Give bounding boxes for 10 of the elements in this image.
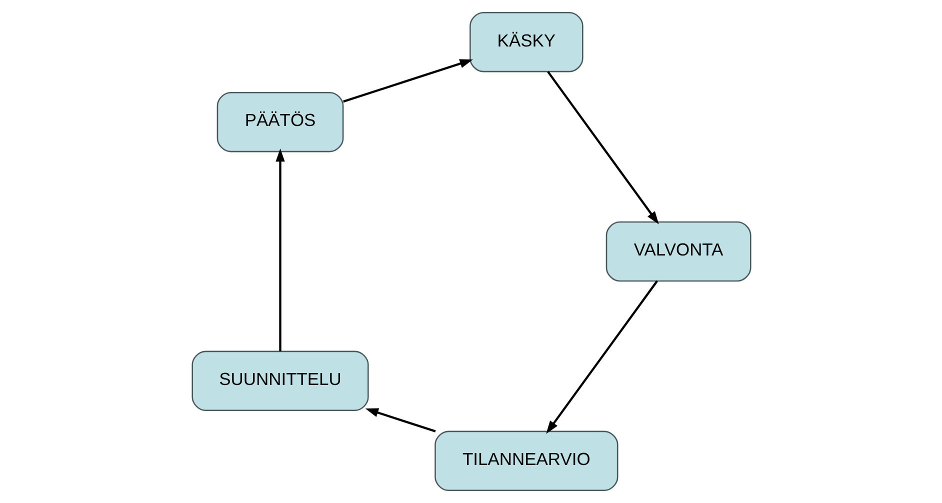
node-box: PÄÄTÖS xyxy=(216,92,344,152)
node-box: KÄSKY xyxy=(469,12,583,72)
arrow xyxy=(342,59,472,103)
node-box: TILANNEARVIO xyxy=(434,430,618,492)
arrow xyxy=(275,148,284,352)
arrow xyxy=(364,408,436,432)
arrow xyxy=(546,71,658,224)
node-box: VALVONTA xyxy=(605,221,751,282)
arrow xyxy=(546,280,658,434)
node-box: SUUNNITTELU xyxy=(191,350,368,412)
